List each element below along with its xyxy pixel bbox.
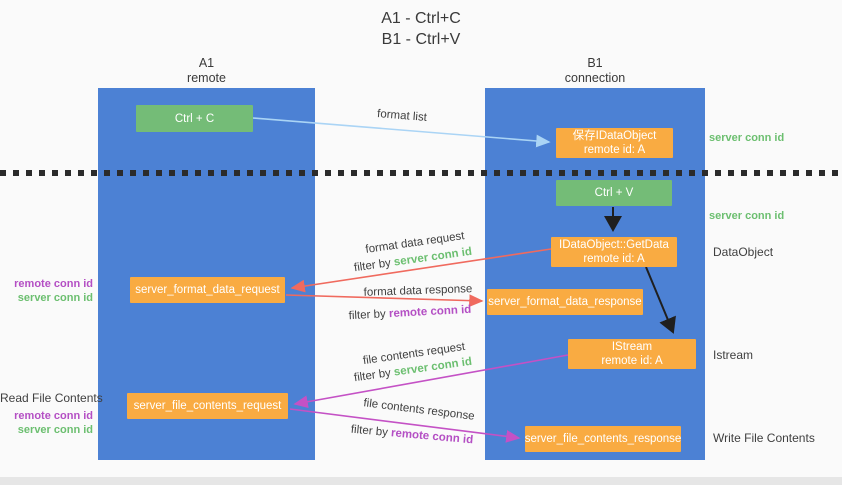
istream-side-label: Istream [713,348,754,362]
left-column-role: remote [187,71,226,85]
node-save-idataobject: 保存IDataObject remote id: A [556,128,673,158]
server-conn-id-label-top: server conn id [709,132,785,144]
node-file-request-label: server_file_contents_request [133,400,282,412]
filter-by-text: filter by [353,256,395,275]
node-ctrl-v-label: Ctrl + V [594,187,634,199]
node-format-request-label: server_format_data_request [135,284,280,296]
node-save-idataobject-line1: 保存IDataObject [572,130,657,142]
server-conn-id-label-lower: server conn id [17,424,93,436]
format-response-filter-label: filter by remote conn id [348,304,471,322]
node-save-idataobject-line2: remote id: A [583,144,646,156]
right-column-header: B1 connection [485,56,705,86]
node-file-response-label: server_file_contents_response [524,433,682,445]
filter-by-text: filter by [348,308,390,323]
file-response-filter-label: filter by remote conn id [350,424,473,447]
file-contents-response-edge-label: file contents response [362,397,476,423]
node-server-file-contents-response: server_file_contents_response [525,426,681,452]
diagram-title: A1 - Ctrl+C B1 - Ctrl+V [0,8,842,50]
right-column-id: B1 [587,56,603,70]
node-ctrl-c-label: Ctrl + C [174,112,215,125]
remote-conn-id-filter-text: remote conn id [388,303,472,321]
remote-conn-id-filter-text: remote conn id [390,427,474,447]
node-istream: IStream remote id: A [568,339,696,369]
node-ctrl-c: Ctrl + C [136,105,253,132]
window-bottom-edge [0,477,842,485]
remote-conn-id-label-lower: remote conn id [14,410,93,422]
node-idataobject-getdata: IDataObject::GetData remote id: A [551,237,677,267]
right-column-role: connection [564,71,626,85]
title-line-1: A1 - Ctrl+C [381,10,461,27]
format-list-edge-label: format list [376,108,428,124]
remote-conn-id-label-upper: remote conn id [14,278,93,290]
write-file-contents-label: Write File Contents [713,431,815,445]
read-file-contents-label: Read File Contents [0,391,103,405]
filter-by-text: filter by [353,366,395,385]
format-data-response-edge-label: format data response [363,283,473,299]
node-server-format-data-request: server_format_data_request [130,277,285,303]
left-column-header: A1 remote [98,56,315,86]
node-getdata-line1: IDataObject::GetData [559,239,669,251]
title-line-2: B1 - Ctrl+V [381,31,461,48]
node-ctrl-v: Ctrl + V [556,180,672,206]
dataobject-label: DataObject [713,245,774,259]
node-getdata-line2: remote id: A [583,253,645,265]
node-server-file-contents-request: server_file_contents_request [127,393,288,419]
left-column-id: A1 [198,56,215,70]
server-conn-id-label-mid: server conn id [709,210,785,222]
node-format-response-label: server_format_data_response [488,296,642,308]
server-conn-id-label-upper: server conn id [17,292,93,304]
node-server-format-data-response: server_format_data_response [487,289,643,315]
node-istream-line2: remote id: A [601,355,663,367]
node-istream-line1: IStream [611,341,653,353]
filter-by-text: filter by [350,423,392,440]
